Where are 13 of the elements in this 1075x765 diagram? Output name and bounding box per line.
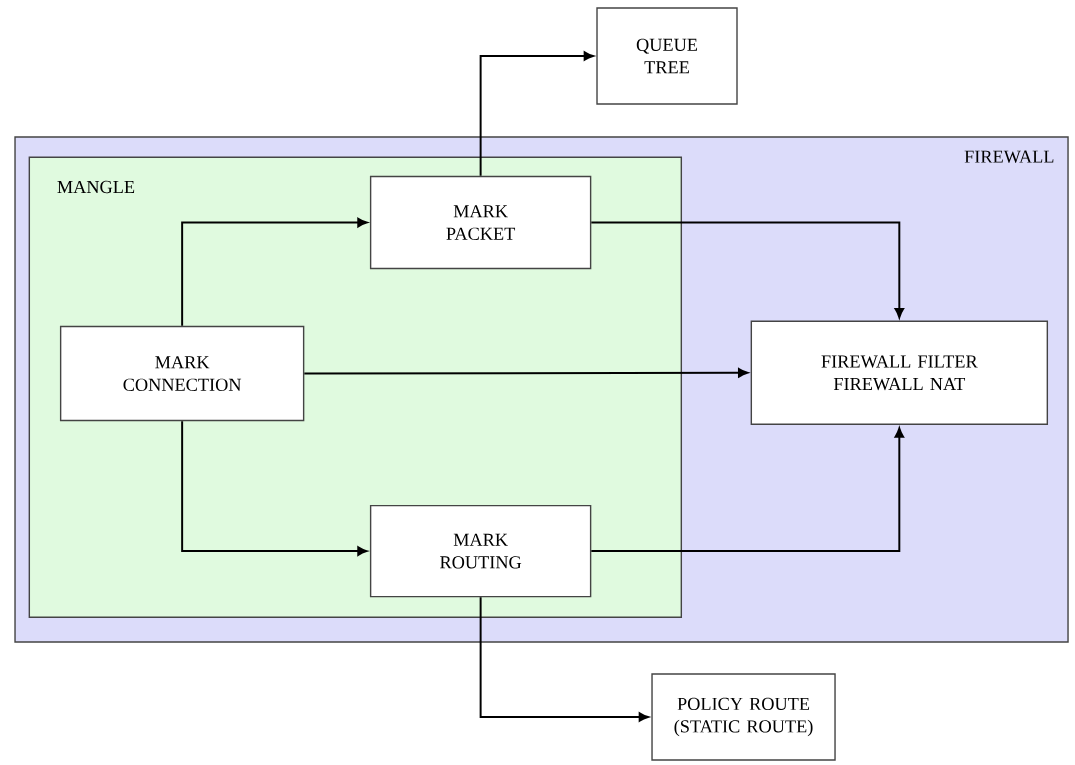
process-box: MARK ROUTING bbox=[369, 504, 592, 598]
arrow bbox=[479, 596, 649, 722]
process-box: MARK PACKET bbox=[369, 175, 592, 270]
process-box: FIREWALL FILTER FIREWALL NAT bbox=[750, 320, 1049, 425]
arrow bbox=[303, 368, 749, 378]
arrow bbox=[590, 221, 905, 319]
arrow bbox=[590, 427, 905, 553]
arrow bbox=[479, 51, 594, 177]
process-box: POLICY ROUTE (STATIC ROUTE) bbox=[651, 673, 836, 761]
process-box: QUEUE TREE bbox=[596, 7, 738, 105]
process-box: MARK CONNECTION bbox=[59, 325, 305, 422]
arrow bbox=[181, 420, 368, 556]
arrow bbox=[181, 217, 368, 327]
